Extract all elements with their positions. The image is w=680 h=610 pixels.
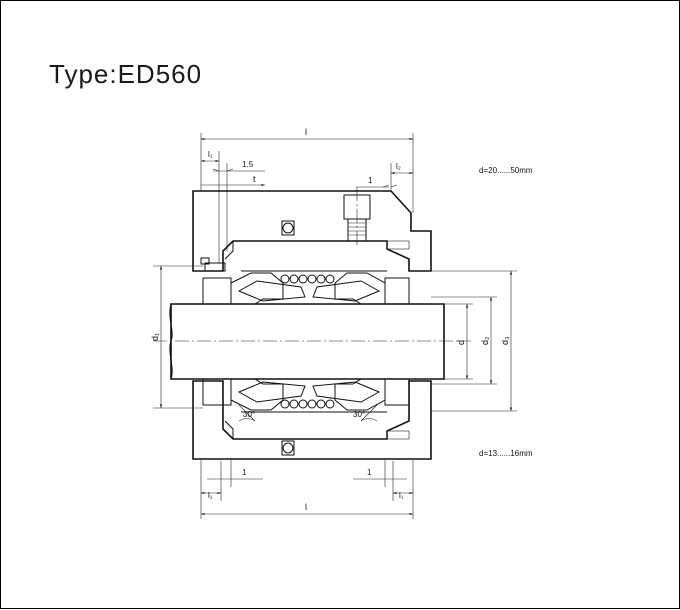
housing-o-rings	[281, 220, 295, 456]
dim-d2: d₂	[480, 336, 490, 345]
range-notes: d=20......50mm d=13......16mm	[479, 166, 533, 458]
dim-1-bottom-right: 1	[367, 468, 372, 477]
dim-1-top: 1	[368, 176, 373, 185]
housing-cavity	[224, 240, 410, 440]
housing	[192, 190, 432, 460]
set-screw	[343, 187, 371, 247]
dim-1-5: 1.5	[242, 160, 254, 169]
dimension-lines	[153, 133, 517, 519]
shaft	[153, 303, 471, 380]
dim-t: t	[253, 174, 256, 184]
drive-pin	[200, 257, 226, 272]
dim-l1-bottom-right: l₁	[399, 491, 404, 500]
drawing-title: Type:ED560	[49, 59, 203, 89]
dim-l2: l₂	[396, 162, 401, 171]
dim-l1-top: l₁	[208, 150, 213, 159]
dim-1-bottom-left: 1	[242, 468, 247, 477]
dim-l1-bottom-left: l₁	[208, 491, 213, 500]
dimension-labels: l l₁ 1.5 t l₂ 1 l l₁ l₁ 1 1 d₁ d d₂ d₃ 3…	[150, 127, 510, 512]
lower-seal	[202, 378, 410, 413]
note-upper-range: d=20......50mm	[479, 166, 533, 175]
dim-l-bottom: l	[305, 502, 307, 512]
angle-left: 30°	[243, 410, 255, 419]
dim-l-top: l	[305, 127, 307, 137]
dim-d: d	[456, 340, 466, 345]
note-lower-range: d=13......16mm	[479, 449, 533, 458]
angle-right: 30°	[353, 410, 365, 419]
angle-marks	[238, 404, 378, 422]
dim-d3: d₃	[500, 336, 510, 345]
upper-seal	[202, 270, 410, 305]
dim-d1: d₁	[150, 333, 160, 341]
